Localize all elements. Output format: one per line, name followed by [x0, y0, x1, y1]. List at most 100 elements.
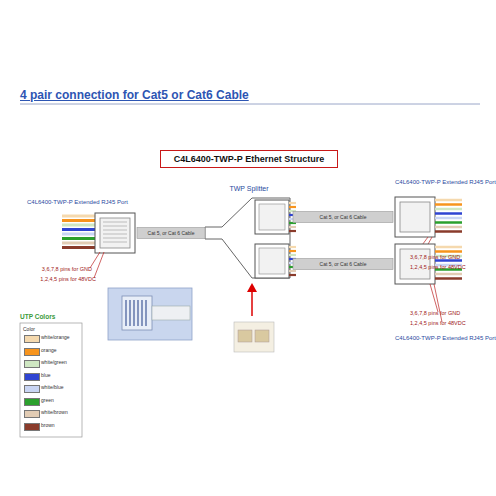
photo-frame — [108, 288, 192, 340]
cable-label: Cat 5, or Cat 6 Cable — [148, 230, 195, 236]
wire — [289, 250, 296, 252]
legend-text: white/blue — [41, 384, 64, 390]
cable-label: Cat 5, or Cat 6 Cable — [320, 261, 367, 267]
cable-body — [293, 212, 393, 223]
color-swatch — [24, 398, 40, 406]
wire — [435, 221, 462, 224]
color-swatch — [24, 373, 40, 381]
wire — [435, 208, 462, 211]
splitter-photo — [234, 322, 274, 352]
legend-text: blue — [41, 372, 50, 378]
wire — [435, 212, 462, 215]
wire — [435, 277, 462, 280]
wire-bundle — [435, 247, 462, 279]
wire — [289, 270, 296, 272]
legend-heading: Color — [23, 326, 35, 332]
splitter-port — [255, 244, 289, 278]
node-label: C4L6400-TWP-P Extended RJ45 Port — [395, 335, 496, 341]
cable-connector — [137, 228, 205, 239]
port-box: C4L6400-TWP-P Extended RJ45 Port — [393, 178, 493, 240]
port-body — [395, 197, 435, 237]
node-label: C4L6400-TWP-P Extended RJ45 Port — [395, 179, 496, 185]
wire — [62, 219, 95, 222]
wire — [289, 274, 296, 276]
wire — [435, 226, 462, 229]
color-swatch — [24, 423, 40, 431]
photo-part — [255, 330, 269, 342]
rj45-port — [95, 213, 135, 253]
arrow-head — [247, 283, 257, 292]
photo-wires — [126, 300, 146, 326]
color-swatch — [24, 410, 40, 418]
legend-text: white/brown — [41, 409, 68, 415]
pin-note: 1,2,4,5 pins for 48VDC — [410, 264, 466, 270]
wire — [435, 217, 462, 220]
wire — [289, 246, 296, 248]
legend-text: white/orange — [41, 334, 70, 340]
wire — [289, 202, 296, 204]
wire — [435, 246, 462, 249]
node-label: C4L6400-TWP-P Extended RJ45 Port — [27, 199, 128, 205]
splitter-port — [255, 200, 289, 234]
wire — [289, 230, 296, 232]
photo-frame — [234, 322, 274, 352]
wire — [435, 230, 462, 233]
splitter-body — [205, 198, 296, 278]
port-socket — [100, 218, 130, 248]
splitter-socket — [259, 248, 285, 274]
pin-note: 1,2,4,5 pins for 48VDC — [410, 320, 466, 326]
wire — [289, 254, 296, 256]
cable-body — [137, 228, 205, 239]
splitter-socket — [259, 204, 285, 230]
rj45-port — [395, 197, 435, 237]
legend-text: green — [41, 397, 54, 403]
pin-note: 3,6,7,8 pins for GND — [28, 266, 92, 272]
wire — [62, 233, 95, 236]
legend-text: brown — [41, 422, 55, 428]
wire-bundle — [435, 200, 462, 232]
wire — [435, 273, 462, 276]
wire — [435, 199, 462, 202]
wire — [435, 203, 462, 206]
wire — [62, 215, 95, 218]
wire — [62, 246, 95, 249]
pointer-arrow — [251, 290, 253, 316]
wire — [62, 237, 95, 240]
splitter-box: TWP Splitter — [205, 184, 293, 280]
pin-note: 1,2,4,5 pins for 48VDC — [28, 276, 96, 282]
legend-text: white/green — [41, 359, 67, 365]
title-box: C4L6400-TWP-P Ethernet Structure — [160, 150, 338, 168]
pin-note: 3,6,7,8 pins for GND — [410, 310, 460, 316]
wire — [289, 226, 296, 228]
wire — [289, 206, 296, 208]
photo-cable — [152, 306, 190, 320]
connector-photo — [108, 288, 192, 340]
port-pins — [103, 222, 127, 242]
wire-bundle — [62, 216, 95, 248]
leader-line — [90, 252, 104, 278]
legend-frame — [20, 323, 82, 437]
port-socket — [400, 202, 430, 232]
color-swatch — [24, 348, 40, 356]
pin-note: 3,6,7,8 pins for GND — [410, 254, 460, 260]
cable-connector — [293, 259, 393, 270]
rule-line — [20, 104, 480, 105]
node-label: C4L6400-TWP-P Ethernet Structure — [174, 154, 324, 164]
color-swatch — [24, 385, 40, 393]
cable-label: Cat 5, or Cat 6 Cable — [320, 214, 367, 220]
port-body — [95, 213, 135, 253]
legend-text: orange — [41, 347, 57, 353]
splitter-outline — [205, 198, 290, 278]
color-swatch — [24, 335, 40, 343]
wire — [62, 242, 95, 245]
cable-body — [293, 259, 393, 270]
wire — [62, 224, 95, 227]
photo-part — [238, 330, 252, 342]
legend-heading: UTP Colors — [20, 313, 55, 320]
leader-line — [430, 284, 442, 322]
wire — [62, 228, 95, 231]
cable-connector — [293, 212, 393, 223]
